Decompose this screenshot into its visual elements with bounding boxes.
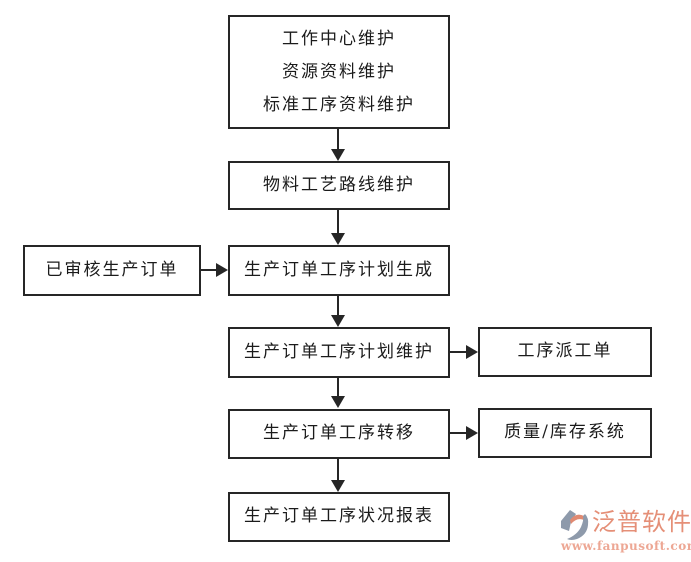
box-label: 已审核生产订单: [45, 259, 179, 280]
flow-box-transfer: 生产订单工序转移: [228, 409, 450, 459]
box-label: 标准工序资料维护: [263, 94, 415, 115]
arrowhead-right-icon: [466, 426, 478, 440]
connector-plan-generate-to-plan-maintain: [337, 296, 339, 316]
connector-plan-maintain-to-dispatch: [450, 351, 467, 353]
arrowhead-down-icon: [331, 480, 345, 492]
connector-transfer-to-status-report: [337, 458, 339, 481]
flow-box-master-data: 工作中心维护 资源资料维护 标准工序资料维护: [228, 15, 450, 129]
arrowhead-right-icon: [216, 263, 228, 277]
box-label: 工作中心维护: [282, 28, 396, 49]
box-label: 物料工艺路线维护: [263, 174, 415, 195]
box-label: 生产订单工序计划维护: [244, 341, 434, 362]
flow-box-status-report: 生产订单工序状况报表: [228, 492, 450, 542]
box-label: 生产订单工序计划生成: [244, 259, 434, 280]
flow-box-plan-maintain: 生产订单工序计划维护: [228, 327, 450, 378]
fanpu-logo-url: www.fanpusoft.com: [561, 539, 691, 553]
connector-approved-order-to-plan-generate: [201, 269, 217, 271]
arrowhead-down-icon: [331, 233, 345, 245]
arrowhead-down-icon: [331, 149, 345, 161]
input-box-approved-order: 已审核生产订单: [23, 245, 201, 296]
output-box-dispatch-order: 工序派工单: [478, 327, 652, 377]
connector-routing-to-plan-generate: [337, 210, 339, 234]
connector-master-to-routing: [337, 129, 339, 150]
box-label: 生产订单工序状况报表: [244, 506, 434, 527]
connector-plan-maintain-to-transfer: [337, 377, 339, 397]
arrowhead-down-icon: [331, 315, 345, 327]
fanpu-logo-icon: [561, 510, 589, 540]
box-label: 工序派工单: [517, 341, 613, 362]
fanpu-logo: 泛普软件 www.fanpusoft.com: [556, 506, 691, 556]
connector-transfer-to-quality-inventory: [450, 432, 467, 434]
fanpu-logo-text: 泛普软件: [592, 508, 691, 536]
box-label: 质量/库存系统: [504, 422, 626, 443]
arrowhead-right-icon: [466, 345, 478, 359]
box-label: 生产订单工序转移: [263, 423, 415, 444]
arrowhead-down-icon: [331, 396, 345, 408]
box-label: 资源资料维护: [282, 61, 396, 82]
flow-box-plan-generate: 生产订单工序计划生成: [228, 245, 450, 296]
output-box-quality-inventory: 质量/库存系统: [478, 408, 652, 458]
flow-box-routing: 物料工艺路线维护: [228, 161, 450, 210]
